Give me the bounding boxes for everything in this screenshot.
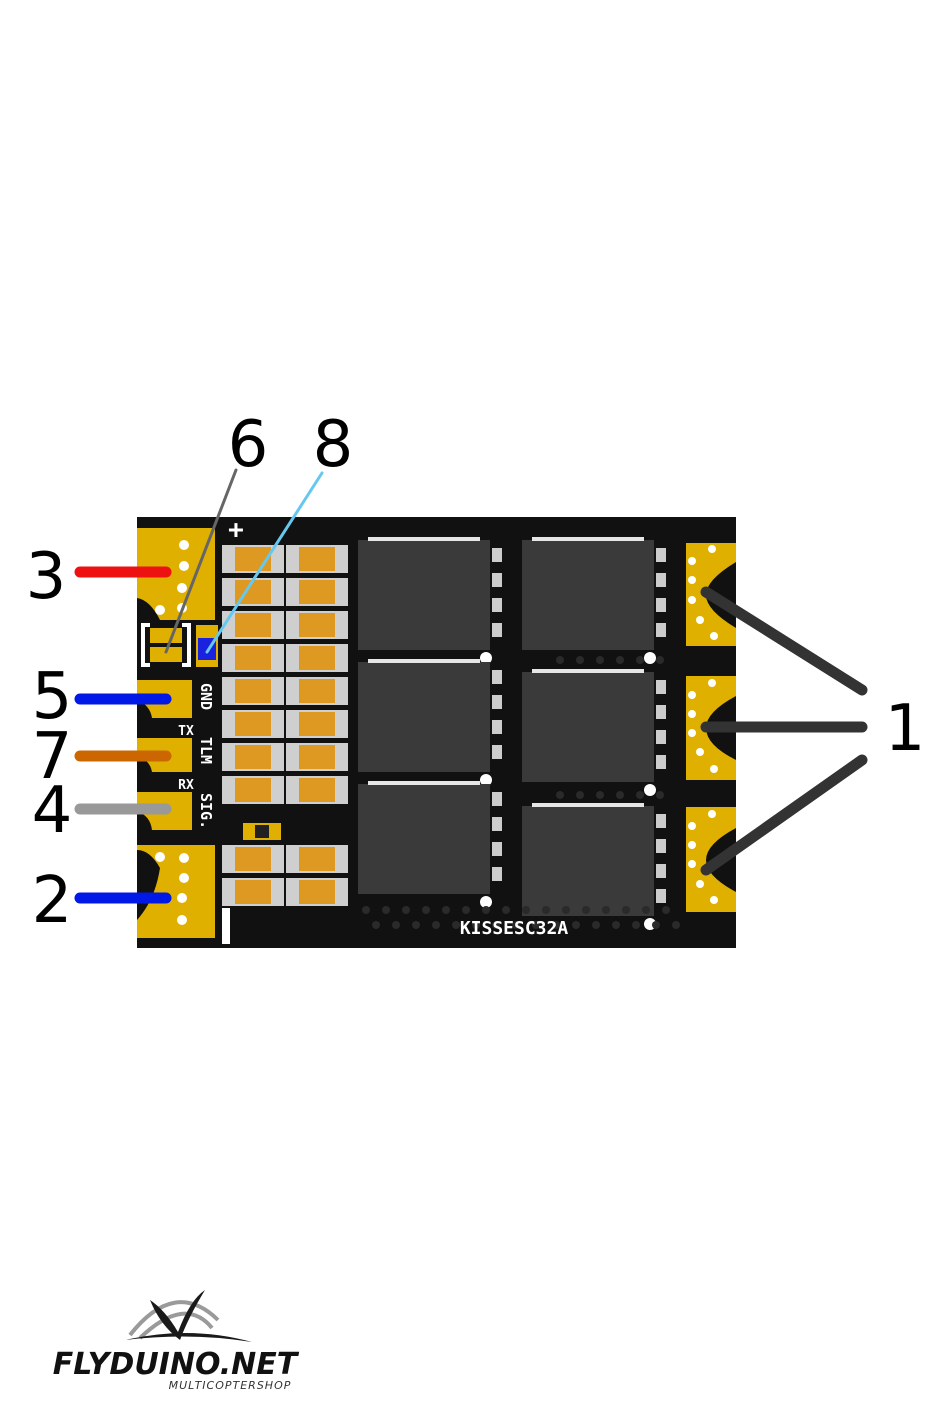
mosfet — [358, 659, 502, 786]
rx-label: RX — [178, 778, 194, 793]
capacitor — [286, 710, 348, 738]
led-8 — [196, 625, 218, 667]
capacitor — [286, 644, 348, 672]
capacitor — [222, 644, 284, 672]
mosfet — [522, 669, 666, 796]
tlm-label: TLM — [197, 737, 215, 764]
capacitor — [222, 710, 284, 738]
callout-1: 1 — [885, 692, 926, 766]
sig-label: SIG. — [197, 793, 215, 829]
mosfet — [522, 537, 666, 664]
pcb-board: + TX RX GND TLM SIG. — [137, 515, 736, 948]
capacitor — [286, 677, 348, 705]
capacitor — [222, 743, 284, 771]
callout-6: 6 — [228, 408, 269, 482]
mosfet — [358, 781, 502, 908]
logo-tagline: MULTICOPTERSHOP — [169, 1379, 292, 1392]
capacitor — [222, 776, 284, 804]
tx-label: TX — [178, 724, 194, 739]
capacitor — [222, 878, 284, 906]
capacitor — [286, 878, 348, 906]
model-label: KISSESC32A — [460, 918, 569, 939]
small-resistor — [243, 823, 281, 840]
capacitor — [222, 845, 284, 873]
flyduino-logo: FLYDUINO.NET MULTICOPTERSHOP — [53, 1290, 300, 1392]
capacitor — [286, 578, 348, 606]
capacitor — [286, 845, 348, 873]
gnd-label: GND — [197, 683, 215, 710]
callout-3: 3 — [26, 540, 67, 614]
capacitor — [286, 776, 348, 804]
callout-2: 2 — [32, 864, 73, 938]
plus-mark: + — [228, 515, 244, 545]
capacitor — [222, 677, 284, 705]
capacitor — [286, 743, 348, 771]
logo-brand: FLYDUINO.NET — [53, 1347, 300, 1382]
callout-4: 4 — [32, 774, 73, 848]
capacitor — [286, 545, 348, 573]
capacitor — [286, 611, 348, 639]
callout-8: 8 — [313, 408, 354, 482]
silk-strip — [222, 908, 230, 944]
mosfet — [358, 537, 502, 664]
